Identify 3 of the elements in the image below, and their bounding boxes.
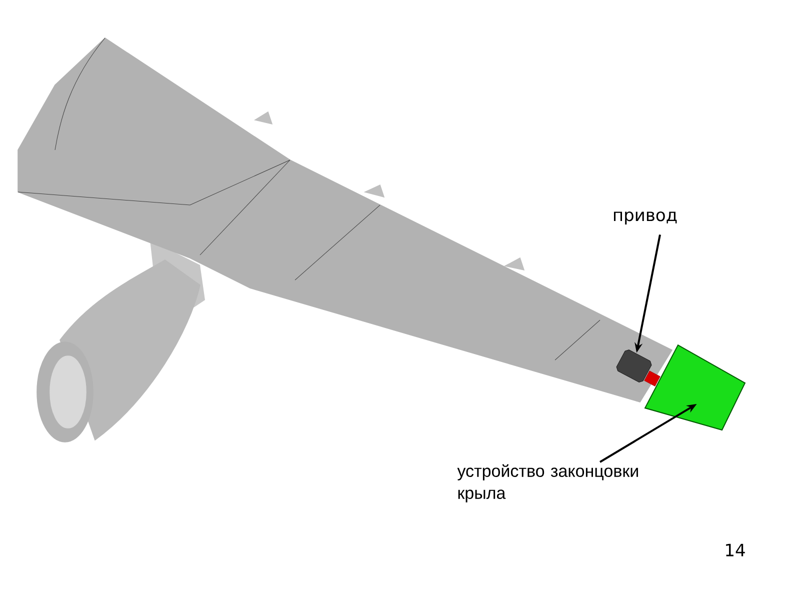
label-text: привод (614, 211, 677, 225)
page-number: 14 (726, 544, 745, 556)
label-text: устройство законцовки крыла (457, 464, 638, 502)
